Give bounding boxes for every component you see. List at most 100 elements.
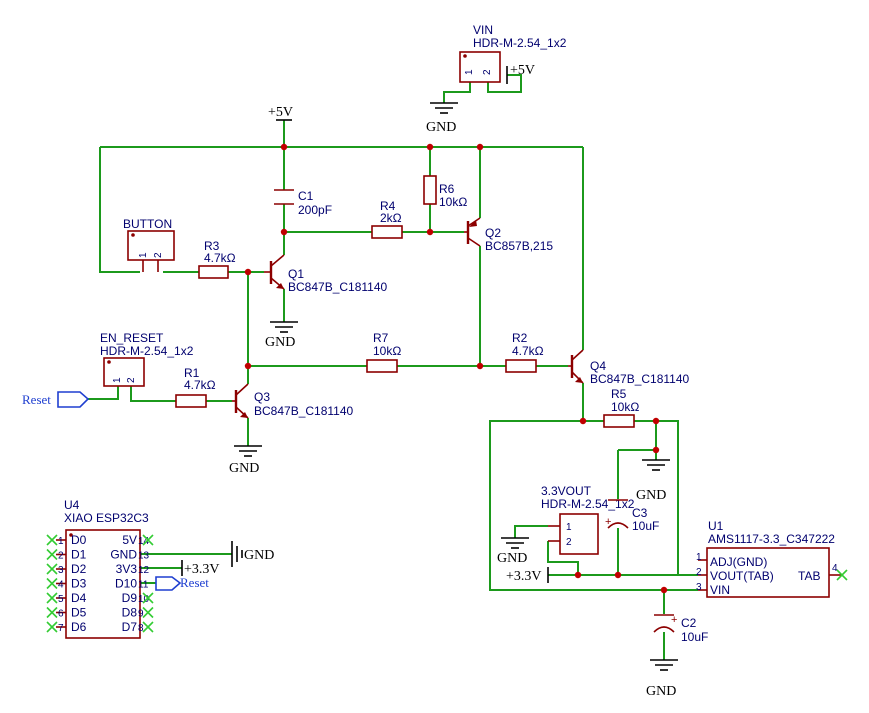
resistor-r6[interactable]: R6 10kΩ (423, 175, 467, 209)
power-5v-symbol[interactable]: +5V (268, 105, 293, 121)
no-connect-marker (142, 592, 154, 604)
power-3v3-u4-symbol[interactable]: +3.3V (181, 560, 220, 577)
r7-ref: R7 (373, 331, 389, 345)
gnd-label: GND (426, 120, 456, 135)
junction-dot (280, 228, 288, 236)
pin-number: 6 (58, 609, 64, 620)
q3-ref: Q3 (254, 390, 270, 404)
pin-number: 4 (58, 580, 64, 591)
pin-name: D3 (71, 577, 87, 591)
pin-number: 3 (58, 565, 64, 576)
gnd-symbol-r5[interactable]: GND (636, 459, 670, 503)
no-connect-marker (836, 569, 848, 581)
pin-number: 10 (138, 594, 150, 605)
r4-value: 2kΩ (380, 211, 402, 225)
no-connect-marker (46, 592, 58, 604)
pin-name: GND (110, 548, 137, 562)
resistor-r3[interactable]: R3 4.7kΩ (198, 239, 236, 279)
transistor-q2[interactable]: Q2 BC857B,215 (464, 217, 553, 253)
capacitor-c1[interactable]: C1 200pF (274, 189, 332, 217)
u4-pin-d3[interactable]: 4 D3 (46, 577, 87, 591)
en-reset-header[interactable]: 1 2 EN_RESET HDR-M-2.54_1x2 (100, 331, 194, 387)
q1-value: BC847B_C181140 (288, 280, 388, 294)
u4-pin-d0[interactable]: 1 D0 (46, 533, 87, 547)
svg-text:+: + (605, 516, 611, 528)
power-5v-vin-symbol[interactable]: +5V (506, 63, 535, 84)
c3-value: 10uF (632, 519, 659, 533)
resistor-r5[interactable]: R5 10kΩ (603, 387, 639, 428)
pin-number: 1 (58, 536, 64, 547)
pin-number: 1 (566, 522, 572, 533)
r2-ref: R2 (512, 331, 528, 345)
q4-value: BC847B_C181140 (590, 372, 690, 386)
capacitor-c2[interactable]: + C2 10uF (653, 614, 708, 644)
q1-ref: Q1 (288, 267, 304, 281)
resistor-r7[interactable]: R7 10kΩ (366, 331, 401, 373)
pin-number: 1 (138, 252, 149, 258)
junction-dot (426, 228, 434, 236)
gnd-symbol-q1[interactable]: GND (265, 321, 298, 350)
reset-port-u4[interactable]: Reset (155, 575, 209, 591)
junction-dot (652, 417, 660, 425)
pin-name: D0 (71, 533, 87, 547)
u4-ref: U4 (64, 498, 80, 512)
pin-number: 2 (482, 69, 493, 75)
transistor-q3[interactable]: Q3 BC847B_C181140 (232, 383, 354, 419)
pin-name: D4 (71, 591, 87, 605)
gnd-symbol-3v3out[interactable]: GND (497, 537, 529, 566)
pin-name: VOUT(TAB) (710, 569, 774, 583)
pin-number: 2 (153, 252, 164, 258)
resistor-r4[interactable]: R4 2kΩ (371, 199, 403, 239)
pin-number: 12 (138, 565, 150, 576)
pin-number: 2 (58, 551, 64, 562)
transistor-q1[interactable]: Q1 BC847B_C181140 (264, 254, 388, 294)
no-connect-marker (142, 621, 154, 633)
vin-header[interactable]: 1 2 VIN HDR-M-2.54_1x2 (459, 23, 567, 83)
u1-ref: U1 (708, 519, 724, 533)
transistor-q4[interactable]: Q4 BC847B_C181140 (568, 349, 690, 386)
vout-3v3-header[interactable]: 1 2 3.3VOUT HDR-M-2.54_1x2 (541, 484, 635, 555)
regulator-u1[interactable]: U1 AMS1117-3.3_C347222 1 2 3 4 ADJ(GND) … (696, 519, 848, 598)
en-reset-value: HDR-M-2.54_1x2 (100, 344, 194, 358)
c1-ref: C1 (298, 189, 314, 203)
resistor-r1[interactable]: R1 4.7kΩ (175, 366, 216, 408)
pin-name: 5V (122, 533, 137, 547)
gnd-symbol-c2[interactable]: GND (646, 659, 678, 699)
r3-value: 4.7kΩ (204, 251, 236, 265)
reset-port-label: Reset (22, 392, 51, 407)
vout-3v3-ref: 3.3VOUT (541, 484, 592, 498)
capacitor-c3[interactable]: + C3 10uF (605, 499, 659, 533)
r5-ref: R5 (611, 387, 627, 401)
power-3v3-out-symbol[interactable]: +3.3V (506, 567, 549, 584)
power-5v-vin-label: +5V (510, 63, 535, 78)
pin-name: D10 (115, 577, 137, 591)
gnd-symbol-q3[interactable]: GND (229, 445, 262, 476)
gnd-symbol-u4[interactable]: GND (231, 541, 274, 567)
resistor-r2[interactable]: R2 4.7kΩ (505, 331, 544, 373)
pin-number: 9 (138, 609, 144, 620)
pin-number: 14 (138, 536, 150, 547)
gnd-symbol-vin[interactable]: GND (426, 102, 458, 135)
no-connect-marker (142, 606, 154, 619)
reset-port-left[interactable]: Reset (22, 391, 90, 408)
c2-value: 10uF (681, 630, 708, 644)
button-header[interactable]: 1 2 BUTTON (123, 217, 175, 272)
q3-value: BC847B_C181140 (254, 404, 354, 418)
pin-number: 3 (696, 582, 702, 593)
r1-ref: R1 (184, 366, 200, 380)
no-connect-marker (46, 563, 58, 575)
